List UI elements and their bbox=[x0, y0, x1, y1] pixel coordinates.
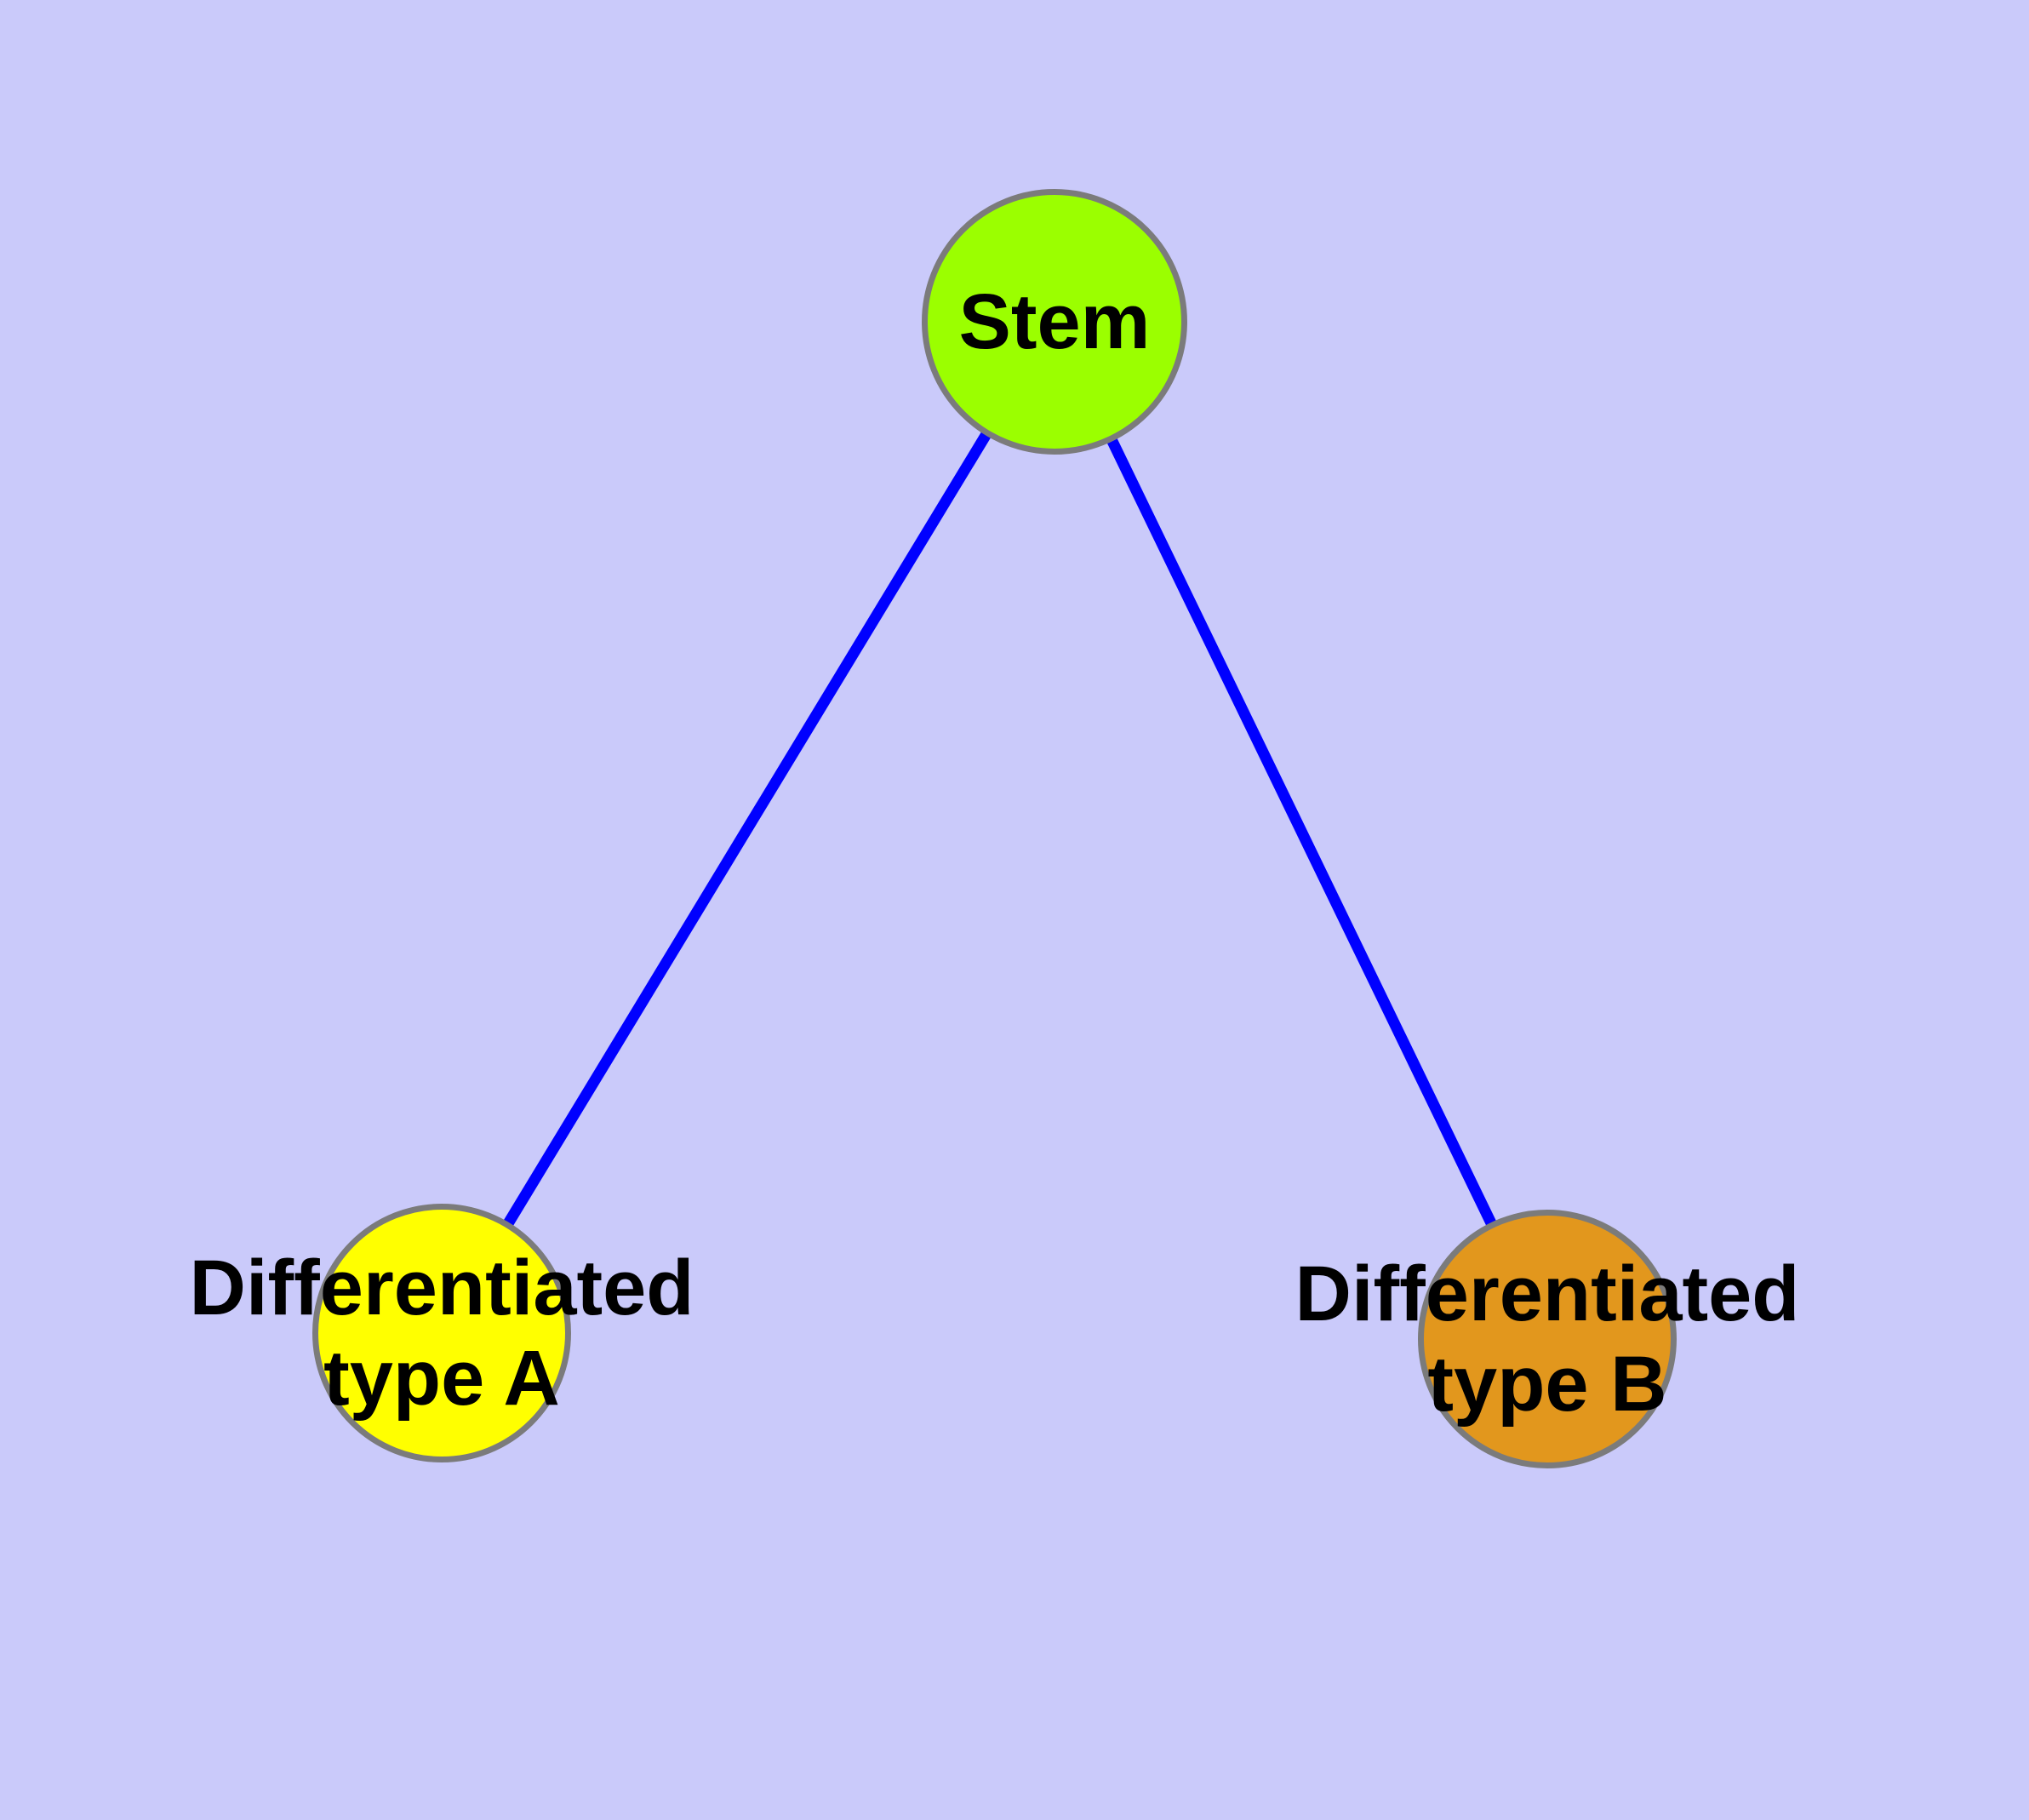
node-type-b-label: Differentiated type B bbox=[1295, 1249, 1800, 1429]
edge-stem-to-type-a[interactable] bbox=[437, 318, 1060, 1336]
node-type-a-label: Differentiated type A bbox=[190, 1243, 694, 1423]
node-differentiated-type-b[interactable]: Differentiated type B bbox=[1295, 1210, 1799, 1468]
node-type-a-label-line-2: type A bbox=[323, 1335, 560, 1422]
edge-stem-to-type-b[interactable] bbox=[1049, 319, 1552, 1342]
node-type-b-label-line-2: type B bbox=[1427, 1341, 1667, 1428]
node-stem-label-line: Stem bbox=[958, 278, 1151, 365]
node-stem-label: Stem bbox=[959, 277, 1151, 367]
node-stem[interactable]: Stem bbox=[922, 189, 1187, 455]
node-type-a-label-line-1: Differentiated bbox=[189, 1245, 694, 1331]
node-differentiated-type-a[interactable]: Differentiated type A bbox=[190, 1204, 694, 1462]
node-type-b-label-line-1: Differentiated bbox=[1295, 1251, 1800, 1337]
